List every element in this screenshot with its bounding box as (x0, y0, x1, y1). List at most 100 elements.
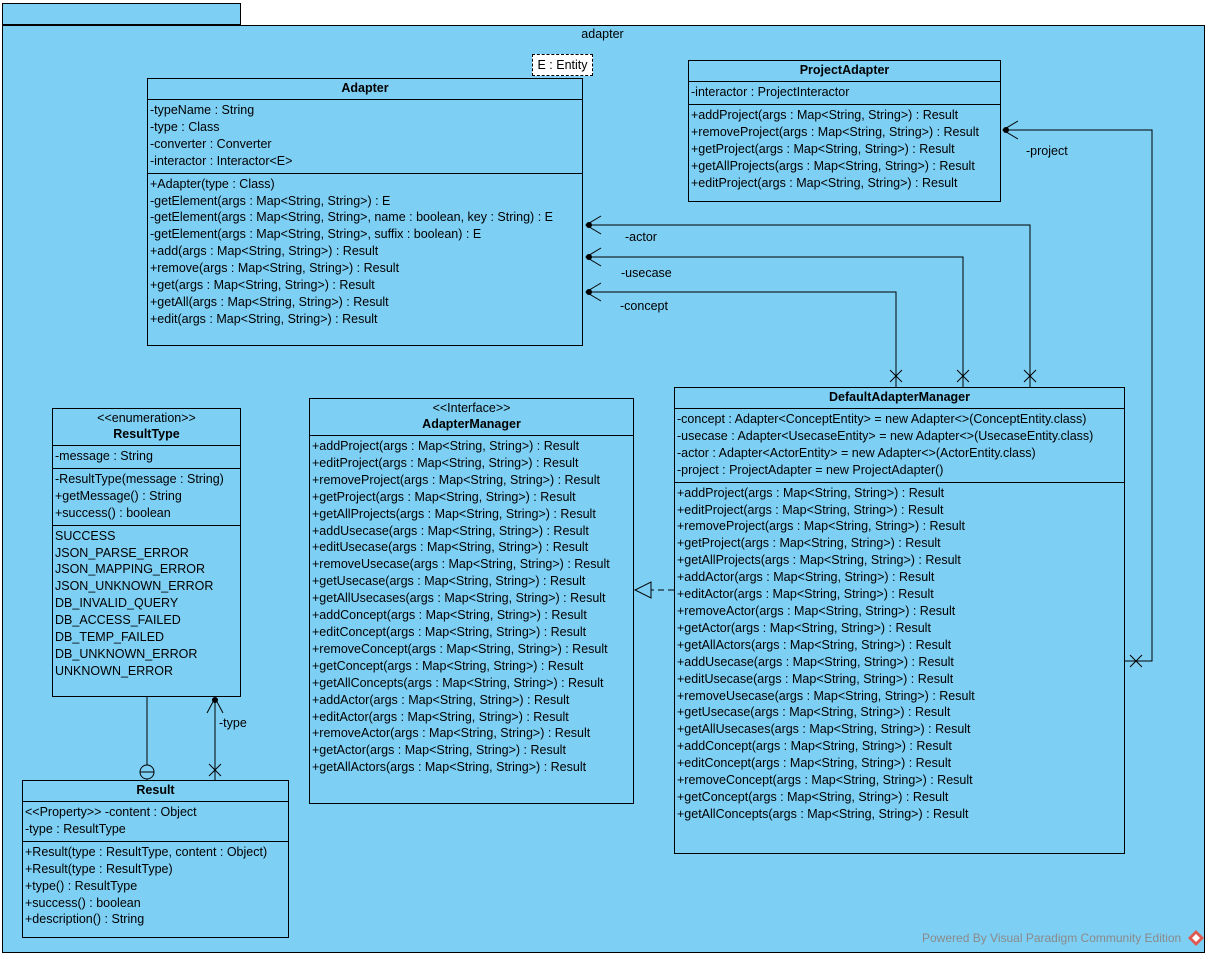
operation: +addConcept(args : Map<String, String>) … (312, 608, 587, 623)
class-name: Adapter (341, 81, 389, 95)
operation: +Adapter(type : Class) (150, 176, 275, 191)
cross-type-b (208, 763, 222, 777)
label-type: -type (219, 716, 247, 730)
operation: +editActor(args : Map<String, String>) :… (312, 709, 569, 724)
attributes-section: -interactor : ProjectInteractor (689, 82, 1000, 105)
class-header: Adapter (148, 79, 582, 100)
operation: +success() : boolean (25, 895, 141, 910)
attribute: -usecase : Adapter<UsecaseEntity> = new … (677, 428, 1094, 443)
package-name: adapter (581, 27, 624, 41)
cross-project-b (1129, 654, 1143, 668)
operation: +getAllConcepts(args : Map<String, Strin… (677, 806, 969, 821)
enum-literal: DB_ACCESS_FAILED (55, 613, 181, 628)
operation: +editUsecase(args : Map<String, String>)… (312, 540, 589, 555)
operations-section: +addProject(args : Map<String, String>) … (675, 483, 1124, 826)
operation: +editActor(args : Map<String, String>) :… (677, 587, 934, 602)
operation: +addActor(args : Map<String, String>) : … (312, 692, 570, 707)
class-header: <<enumeration>> ResultType (53, 409, 240, 446)
enum-literal: SUCCESS (55, 528, 116, 543)
operation: +success() : boolean (55, 505, 171, 520)
operation: +addProject(args : Map<String, String>) … (691, 107, 959, 122)
operation: +getConcept(args : Map<String, String>) … (677, 789, 949, 804)
template-parameter: E : Entity (532, 54, 593, 76)
operation: +addProject(args : Map<String, String>) … (677, 485, 945, 500)
attribute: <<Property>> -content : Object (25, 805, 197, 819)
operation: +remove(args : Map<String, String>) : Re… (150, 261, 400, 276)
operation: +removeUsecase(args : Map<String, String… (677, 688, 975, 703)
class-header: <<Interface>> AdapterManager (310, 399, 633, 436)
attribute: -message : String (55, 449, 153, 463)
attributes-section: -concept : Adapter<ConceptEntity> = new … (675, 409, 1124, 483)
operation: -getElement(args : Map<String, String>, … (150, 210, 553, 225)
attribute: -interactor : ProjectInteractor (691, 85, 850, 99)
operation: +removeUsecase(args : Map<String, String… (312, 557, 610, 572)
operation: +getActor(args : Map<String, String>) : … (312, 743, 566, 758)
operations-section: +Adapter(type : Class) -getElement(args … (148, 174, 582, 331)
attribute: -converter : Converter (150, 136, 272, 151)
attribute: -project : ProjectAdapter = new ProjectA… (677, 462, 944, 477)
class-result[interactable]: Result <<Property>> -content : Object -t… (22, 780, 289, 938)
operation: +removeActor(args : Map<String, String>)… (677, 603, 956, 618)
cross-concept-b (889, 369, 903, 383)
class-adapter[interactable]: Adapter -typeName : String -type : Class… (147, 78, 583, 346)
operation: +type() : ResultType (25, 878, 138, 893)
operation: +getMessage() : String (55, 488, 182, 503)
class-default-adapter-manager[interactable]: DefaultAdapterManager -concept : Adapter… (674, 387, 1125, 854)
class-header: Result (23, 781, 288, 802)
class-header: ProjectAdapter (689, 61, 1000, 82)
operation: +removeProject(args : Map<String, String… (312, 472, 600, 487)
association-usecase-line (586, 256, 964, 387)
dot-type (212, 697, 218, 703)
operation: +getProject(args : Map<String, String>) … (312, 489, 576, 504)
class-header: DefaultAdapterManager (675, 388, 1124, 409)
attributes-section: -typeName : String -type : Class -conver… (148, 100, 582, 174)
class-name: AdapterManager (422, 417, 521, 431)
operation: +addUsecase(args : Map<String, String>) … (677, 654, 954, 669)
enum-literal: JSON_MAPPING_ERROR (55, 562, 206, 577)
enum-result-type[interactable]: <<enumeration>> ResultType -message : St… (52, 408, 241, 697)
enum-literal: DB_TEMP_FAILED (55, 630, 165, 645)
operation: -getElement(args : Map<String, String>, … (150, 227, 482, 242)
class-name: Result (136, 783, 175, 797)
operation: +description() : String (25, 912, 145, 927)
operation: +getAll(args : Map<String, String>) : Re… (150, 294, 389, 309)
footer-text: Powered By Visual Paradigm Community Edi… (922, 931, 1182, 945)
class-name: DefaultAdapterManager (829, 390, 970, 404)
operation: +edit(args : Map<String, String>) : Resu… (150, 311, 378, 326)
operation: +Result(type : ResultType, content : Obj… (25, 844, 268, 859)
enum-literal: UNKNOWN_ERROR (55, 663, 174, 678)
operation: +removeConcept(args : Map<String, String… (677, 773, 973, 788)
attribute: -interactor : Interactor<E> (150, 153, 293, 168)
attribute: -type : Class (150, 119, 220, 134)
operation: +removeActor(args : Map<String, String>)… (312, 726, 591, 741)
operation: -getElement(args : Map<String, String>) … (150, 193, 391, 208)
package-tab (2, 3, 241, 25)
enum-literal: DB_UNKNOWN_ERROR (55, 646, 198, 661)
class-project-adapter[interactable]: ProjectAdapter -interactor : ProjectInte… (688, 60, 1001, 202)
label-concept: -concept (620, 299, 668, 313)
stereotype: <<Interface>> (432, 401, 511, 415)
dot-concept (586, 289, 592, 295)
interface-adapter-manager[interactable]: <<Interface>> AdapterManager +addProject… (309, 398, 634, 804)
operation: +addActor(args : Map<String, String>) : … (677, 570, 935, 585)
attributes-section: -message : String (53, 446, 240, 469)
operation: +removeConcept(args : Map<String, String… (312, 641, 608, 656)
operation: -ResultType(message : String) (55, 471, 224, 486)
operation: +editProject(args : Map<String, String>)… (691, 175, 958, 190)
class-name: ProjectAdapter (799, 63, 890, 77)
operation: +getAllActors(args : Map<String, String>… (312, 760, 587, 775)
operation: +addProject(args : Map<String, String>) … (312, 439, 580, 453)
operation: +Result(type : ResultType) (25, 861, 173, 876)
operation: +getProject(args : Map<String, String>) … (677, 536, 941, 551)
operation: +getConcept(args : Map<String, String>) … (312, 658, 584, 673)
class-name: ResultType (113, 427, 180, 441)
operation: +editUsecase(args : Map<String, String>)… (677, 671, 954, 686)
operations-section: +addProject(args : Map<String, String>) … (689, 105, 1000, 195)
operation: +getActor(args : Map<String, String>) : … (677, 620, 931, 635)
operation: +getAllProjects(args : Map<String, Strin… (312, 506, 596, 521)
attribute: -type : ResultType (25, 821, 126, 836)
label-actor: -actor (625, 230, 657, 244)
dot-actor (586, 222, 592, 228)
operations-section: -ResultType(message : String) +getMessag… (53, 469, 240, 526)
enum-literal: JSON_UNKNOWN_ERROR (55, 579, 214, 594)
